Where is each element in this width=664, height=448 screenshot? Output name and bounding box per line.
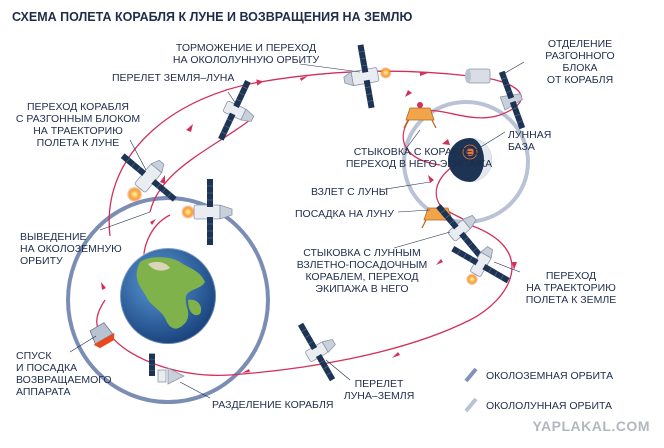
label-orbit-insertion: ВЫВЕДЕНИЕ НА ОКОЛОЗЕМНУЮ ОРБИТУ <box>20 231 122 267</box>
ship-transfer-to-earth <box>450 245 511 286</box>
trajectory-arrows <box>101 72 517 373</box>
lander-docking <box>403 102 437 129</box>
label-separation-booster: ОТДЕЛЕНИЕ РАЗГОННОГО БЛОКА ОТ КОРАБЛЯ <box>545 38 615 86</box>
label-moon-earth: ПЕРЕЛЕТ ЛУНА–ЗЕМЛЯ <box>343 378 415 402</box>
ship-braking <box>343 44 392 109</box>
label-braking: ТОРМОЖЕНИЕ И ПЕРЕХОД НА ОКОЛОЛУННУЮ ОРБИ… <box>172 42 320 66</box>
moon <box>448 138 492 182</box>
legend-moon-orbit: ОКОЛОЛУННАЯ ОРБИТА <box>486 400 613 412</box>
label-transfer-to-earth: ПЕРЕХОД НА ТРАЕКТОРИЮ ПОЛЕТА К ЗЕМЛЕ <box>525 270 617 306</box>
earth <box>119 247 217 345</box>
label-landing-moon: ПОСАДКА НА ЛУНУ <box>295 208 394 220</box>
earth-orbit <box>66 196 270 404</box>
ship-transfer-with-booster <box>120 153 177 203</box>
descent-capsule <box>89 322 115 349</box>
label-docking-lander: СТЫКОВКА С ЛУННЫМ ВЗЛЕТНО-ПОСАДОЧНЫМ КОР… <box>296 247 428 295</box>
leader-lines <box>69 61 525 399</box>
label-earth-moon: ПЕРЕЛЕТ ЗЕМЛЯ–ЛУНА <box>112 72 235 84</box>
label-lunar-base: ЛУННАЯ БАЗА <box>508 129 552 153</box>
trajectory-outbound-2 <box>149 119 251 213</box>
label-transfer-to-moon: ПЕРЕХОД КОРАБЛЯ С РАЗГОННЫМ БЛОКОМ НА ТР… <box>15 101 141 149</box>
trajectory-outbound <box>108 70 471 237</box>
booster-separated <box>465 68 491 84</box>
label-ship-separation: РАЗДЕЛЕНИЕ КОРАБЛЯ <box>212 399 334 411</box>
legend-swatch-moon-orbit <box>464 397 478 413</box>
ship-orbit-insertion <box>181 178 233 246</box>
label-descent: СПУСК И ПОСАДКА ВОЗВРАЩАЕМОГО АППАРАТА <box>16 350 112 398</box>
ship-separation <box>148 353 185 385</box>
ship-moon-earth <box>292 314 350 384</box>
page-title: СХЕМА ПОЛЕТА КОРАБЛЯ К ЛУНЕ И ВОЗВРАЩЕНИ… <box>12 10 413 24</box>
watermark: YAPLAKAL.COM <box>532 418 650 434</box>
legend-swatches <box>464 367 478 413</box>
label-docking-ship: СТЫКОВКА С КОРАБЛЕМ, ПЕРЕХОД В НЕГО ЭКИП… <box>345 146 493 170</box>
legend-earth-orbit: ОКОЛОЗЕМНАЯ ОРБИТА <box>486 370 614 382</box>
ship-after-separation <box>498 70 526 130</box>
label-takeoff-moon: ВЗЛЕТ С ЛУНЫ <box>311 186 389 198</box>
legend-swatch-earth-orbit <box>464 367 478 383</box>
ship-earth-moon <box>212 77 266 148</box>
